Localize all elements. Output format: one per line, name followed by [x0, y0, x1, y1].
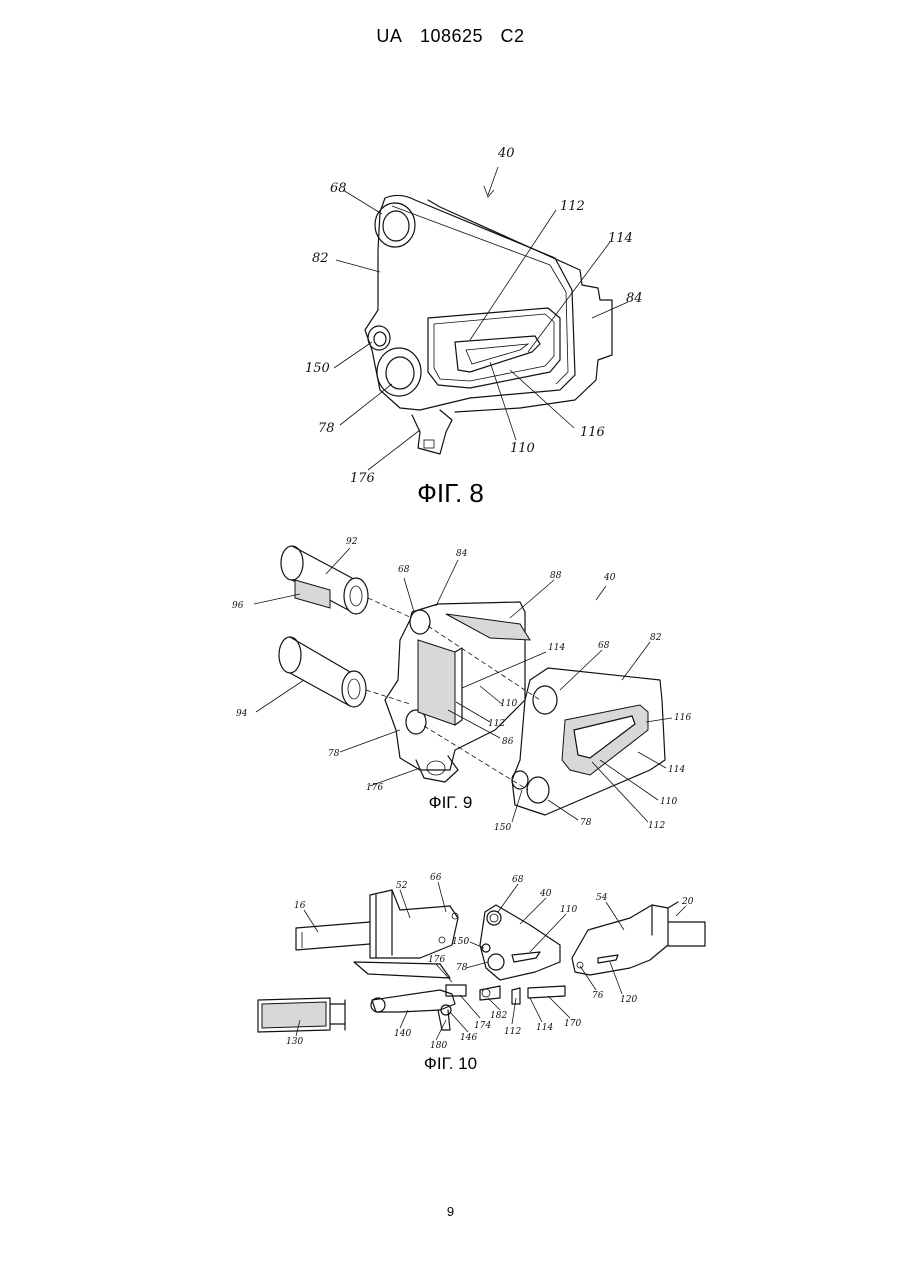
fig10-label-170: 170 [564, 1019, 581, 1029]
fig10-label-68: 68 [512, 875, 524, 885]
figure-10-caption: ФІГ. 10 [0, 1054, 901, 1074]
fig10-label-110: 110 [560, 905, 577, 915]
fig8-label-112: 112 [560, 199, 585, 214]
fig9-label-82: 82 [650, 633, 662, 643]
fig9-label-68b: 68 [598, 641, 610, 651]
fig9-label-68a: 68 [398, 565, 410, 575]
fig10-label-120: 120 [620, 995, 637, 1005]
fig10-label-182: 182 [490, 1011, 507, 1021]
fig8-label-68: 68 [330, 181, 347, 196]
fig9-label-86: 86 [502, 737, 514, 747]
fig8-label-40: 40 [497, 146, 515, 161]
page-number: 9 [0, 1204, 901, 1219]
fig9-label-176: 176 [366, 783, 383, 793]
fig9-label-92: 92 [346, 537, 358, 547]
fig10-label-180: 180 [430, 1041, 447, 1051]
fig9-label-94: 94 [236, 709, 248, 719]
fig10-label-66: 66 [430, 873, 442, 883]
fig8-label-116: 116 [580, 425, 605, 440]
fig9-label-78a: 78 [328, 749, 340, 759]
fig9-label-78b: 78 [580, 818, 592, 828]
fig10-label-146: 146 [460, 1033, 477, 1043]
fig10-label-112: 112 [504, 1027, 521, 1037]
fig8-label-150: 150 [305, 361, 330, 376]
figure-9-drawing: 92 84 88 40 68 96 68 82 114 94 110 112 1… [232, 537, 691, 833]
fig9-label-40: 40 [603, 573, 616, 583]
fig9-label-150: 150 [494, 823, 511, 833]
fig10-label-114: 114 [536, 1023, 553, 1033]
figure-8-drawing: 40 68 112 114 82 84 150 78 110 116 176 [305, 146, 643, 486]
fig10-label-52: 52 [396, 881, 408, 891]
fig10-label-140: 140 [394, 1029, 411, 1039]
fig8-label-84: 84 [626, 291, 643, 306]
fig9-label-96: 96 [232, 601, 244, 611]
fig10-label-78: 78 [456, 963, 468, 973]
fig10-label-174: 174 [474, 1021, 491, 1031]
fig10-label-176: 176 [428, 955, 445, 965]
figure-8-caption: ФІГ. 8 [0, 478, 901, 509]
figure-9-caption: ФІГ. 9 [0, 793, 901, 813]
fig10-label-130: 130 [286, 1037, 303, 1047]
fig8-label-78: 78 [318, 421, 335, 436]
fig8-label-114: 114 [608, 231, 633, 246]
fig9-label-88: 88 [550, 571, 562, 581]
fig9-label-112a: 112 [488, 719, 505, 729]
fig9-label-110a: 110 [500, 699, 517, 709]
fig10-label-76: 76 [592, 991, 604, 1001]
fig8-label-110: 110 [510, 441, 535, 456]
fig10-label-54: 54 [596, 893, 608, 903]
fig9-label-84: 84 [456, 549, 468, 559]
fig9-label-116: 116 [674, 713, 691, 723]
fig9-label-112b: 112 [648, 821, 665, 831]
fig9-label-114b: 114 [668, 765, 685, 775]
fig8-label-82: 82 [312, 251, 329, 266]
fig10-label-20: 20 [681, 897, 694, 907]
figure-10-drawing: 66 68 52 40 54 16 110 20 150 78 176 76 1… [258, 873, 705, 1051]
fig10-label-16: 16 [294, 901, 306, 911]
fig10-label-40: 40 [539, 889, 552, 899]
fig10-label-150: 150 [452, 937, 469, 947]
fig9-label-114a: 114 [548, 643, 565, 653]
